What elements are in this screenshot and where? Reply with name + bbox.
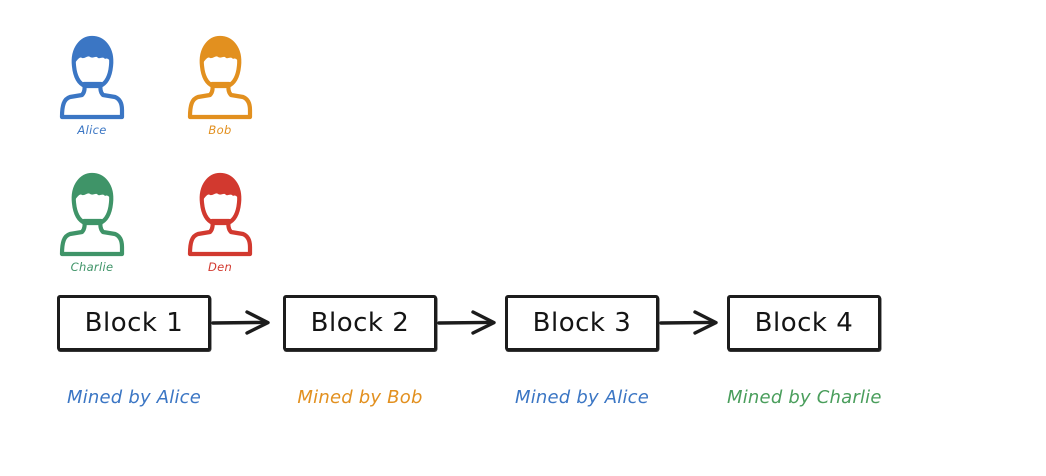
avatar-label-den: Den [207,260,233,274]
block-label-3: Block 3 [532,308,632,338]
arrow-right-icon [659,310,718,335]
block-caption-4: Mined by Charlie [727,387,882,408]
block-caption-3: Mined by Alice [514,387,650,408]
avatar-label-bob: Bob [208,123,232,137]
avatar-bob[interactable]: Bob [164,30,276,150]
block-box-1[interactable]: Block 1 [57,295,211,351]
person-avatar-icon [187,35,253,120]
avatar-den[interactable]: Den [164,167,276,287]
person-avatar-icon [59,172,125,257]
avatar-label-alice: Alice [77,123,107,137]
block-node-4[interactable]: Block 4 Mined by Charlie [727,295,881,408]
arrow-right-icon [437,310,496,335]
avatar-alice[interactable]: Alice [36,30,148,150]
block-node-3[interactable]: Block 3 Mined by Alice [505,295,659,408]
block-box-2[interactable]: Block 2 [283,295,437,351]
block-node-1[interactable]: Block 1 Mined by Alice [57,295,211,408]
block-label-1: Block 1 [84,308,184,338]
blockchain-chain: Block 1 Mined by Alice Block 2 Mined by … [0,295,1046,435]
block-label-2: Block 2 [310,308,410,338]
block-caption-2: Mined by Bob [297,387,423,408]
block-box-3[interactable]: Block 3 [505,295,659,351]
block-box-4[interactable]: Block 4 [727,295,881,351]
avatar-charlie[interactable]: Charlie [36,167,148,287]
block-caption-1: Mined by Alice [66,387,202,408]
block-node-2[interactable]: Block 2 Mined by Bob [283,295,437,408]
block-label-4: Block 4 [754,308,854,338]
arrow-right-icon [211,310,270,335]
avatar-label-charlie: Charlie [70,260,114,274]
person-avatar-icon [59,35,125,120]
participants-group: Alice Bob Charlie [0,0,320,280]
person-avatar-icon [187,172,253,257]
